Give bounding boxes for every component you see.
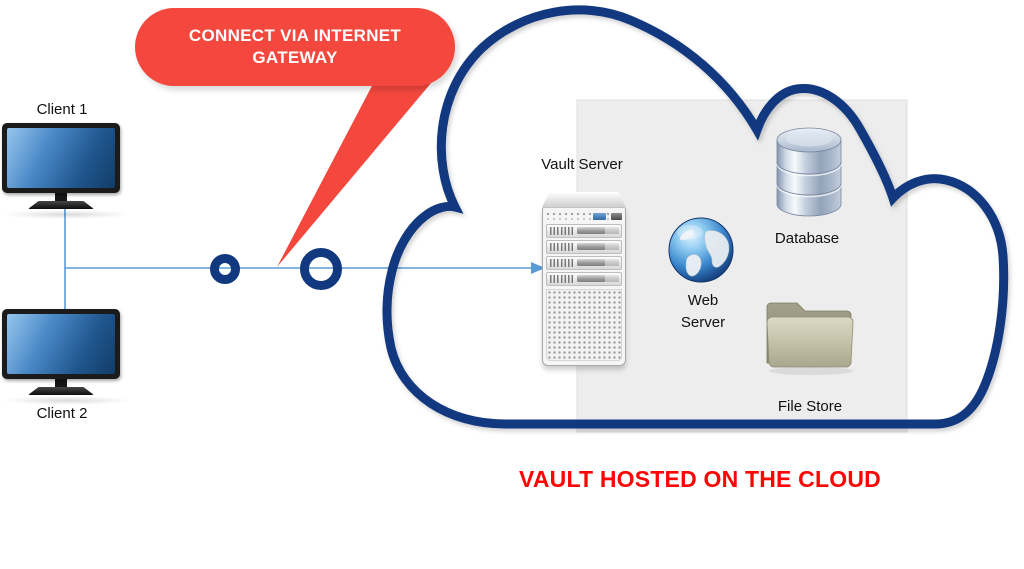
- monitor-frame: [2, 123, 120, 193]
- client-2-node: Client 2: [2, 307, 132, 425]
- gateway-ring-large: [300, 248, 342, 290]
- diagram-caption: VAULT HOSTED ON THE CLOUD: [519, 466, 881, 492]
- cloud-outline: [382, 5, 1009, 429]
- desktop-monitor-icon: [2, 309, 132, 405]
- server-tower-icon: [542, 192, 626, 366]
- server-drive-bay: [546, 256, 622, 270]
- monitor-neck: [55, 193, 67, 201]
- monitor-shadow: [2, 210, 132, 219]
- gateway-ring-small: [210, 254, 240, 284]
- client-2-label: Client 2: [36, 405, 88, 422]
- server-body: [542, 207, 626, 366]
- server-top-cap: [542, 192, 626, 207]
- server-vent-grille: [546, 289, 622, 361]
- desktop-monitor-icon: [2, 123, 132, 219]
- monitor-base: [28, 387, 94, 395]
- monitor-shadow: [2, 396, 132, 405]
- database-label: Database: [774, 230, 840, 247]
- monitor-neck: [55, 379, 67, 387]
- database-cylinder-icon: [776, 127, 842, 217]
- monitor-frame: [2, 309, 120, 379]
- file-store-label: File Store: [777, 398, 843, 415]
- globe-icon: [668, 217, 734, 283]
- server-drive-bay: [546, 272, 622, 286]
- server-drive-bay: [546, 224, 622, 238]
- cloud-inner-panel: [576, 99, 908, 433]
- monitor-base: [28, 201, 94, 209]
- server-led-strip: [546, 211, 622, 222]
- web-server-label: Web Server: [680, 292, 726, 331]
- server-drive-bay: [546, 240, 622, 254]
- server-led-blue: [593, 213, 606, 220]
- vault-server-label: Vault Server: [541, 156, 623, 173]
- server-led-dark: [611, 213, 622, 220]
- callout-label: CONNECT VIA INTERNET GATEWAY: [188, 26, 402, 67]
- monitor-screen: [7, 128, 115, 188]
- callout-tail: [277, 58, 452, 267]
- callout-bubble: CONNECT VIA INTERNET GATEWAY: [135, 8, 455, 86]
- folder-icon: [766, 302, 854, 375]
- monitor-screen: [7, 314, 115, 374]
- connector-arrowhead: [531, 262, 545, 274]
- client-1-label: Client 1: [36, 101, 88, 118]
- client-1-node: Client 1: [2, 101, 132, 219]
